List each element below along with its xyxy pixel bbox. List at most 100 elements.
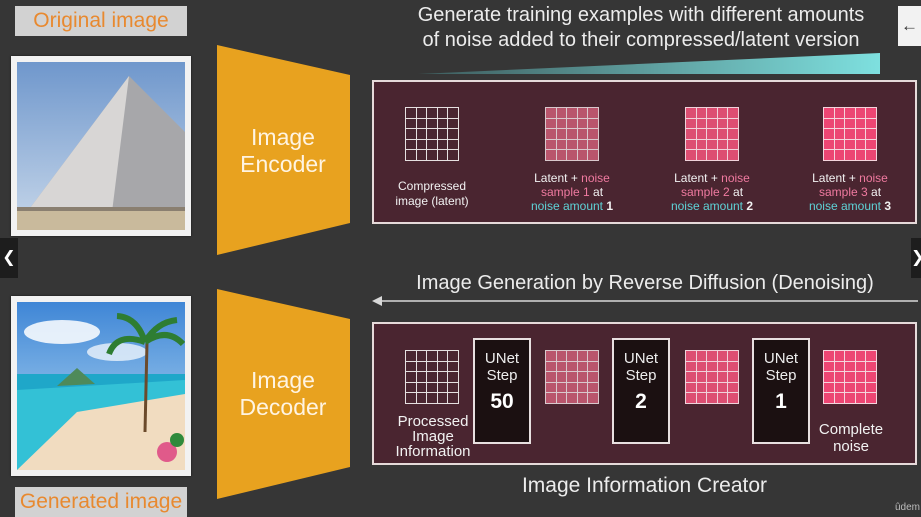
grid-cell [845, 139, 855, 150]
grid-cell [855, 118, 866, 129]
grid-cell [717, 118, 728, 129]
grid-cell [866, 351, 876, 361]
grid-cell [556, 139, 567, 150]
noise-sample-3-caption: Latent + noise sample 3 at noise amount … [808, 171, 892, 213]
grid-cell [845, 361, 855, 372]
grid-cell [556, 150, 567, 160]
grid-cell [437, 393, 448, 403]
grid-cell [855, 108, 866, 118]
grid-cell [686, 382, 696, 393]
grid-cell [427, 118, 437, 129]
next-slide-button[interactable]: ❯ [911, 238, 921, 278]
grid-cell [556, 108, 567, 118]
generated-image-label: Generated image [15, 487, 187, 517]
grid-cell [416, 139, 427, 150]
grid-cell [728, 372, 738, 382]
grid-cell [567, 393, 577, 403]
grid-cell [567, 372, 577, 382]
grid-cell [546, 139, 556, 150]
grid-cell [448, 361, 458, 372]
grid-cell [717, 139, 728, 150]
grid-cell [686, 372, 696, 382]
grid-cell [567, 382, 577, 393]
grid-cell [577, 108, 588, 118]
grid-cell [588, 393, 598, 403]
chevron-right-icon: ❯ [911, 249, 921, 266]
grid-cell [717, 351, 728, 361]
image-information-creator-heading: Image Information Creator [521, 474, 768, 497]
grid-cell [406, 118, 416, 129]
grid-cell [707, 118, 717, 129]
grid-cell [567, 351, 577, 361]
grid-cell [546, 393, 556, 403]
grid-cell [696, 351, 707, 361]
grid-cell [824, 351, 834, 361]
grid-cell [834, 393, 845, 403]
grid-cell [824, 118, 834, 129]
grid-cell [406, 108, 416, 118]
grid-cell [866, 129, 876, 139]
grid-cell [834, 351, 845, 361]
grid-cell [855, 393, 866, 403]
grid-cell [546, 108, 556, 118]
grid-cell [406, 129, 416, 139]
grid-cell [406, 351, 416, 361]
grid-cell [686, 129, 696, 139]
grid-cell [845, 393, 855, 403]
noise-sample-2-caption: Latent + noise sample 2 at noise amount … [670, 171, 754, 213]
latent-grid-noise-3 [823, 107, 877, 161]
prev-slide-button[interactable]: ❮ [0, 238, 18, 278]
grid-cell [696, 139, 707, 150]
grid-cell [427, 361, 437, 372]
grid-cell [855, 129, 866, 139]
grid-cell [448, 118, 458, 129]
grid-cell [728, 139, 738, 150]
grid-cell [567, 139, 577, 150]
image-encoder-shape [217, 45, 350, 255]
grid-cell [866, 118, 876, 129]
grid-cell [556, 393, 567, 403]
grid-cell [834, 129, 845, 139]
grid-cell [866, 382, 876, 393]
grid-cell [686, 361, 696, 372]
grid-cell [437, 139, 448, 150]
grid-cell [845, 129, 855, 139]
grid-cell [588, 108, 598, 118]
grid-cell [866, 150, 876, 160]
grid-cell [696, 372, 707, 382]
grid-cell [824, 150, 834, 160]
grid-cell [855, 150, 866, 160]
unet-step-50: UNet Step 50 [473, 338, 531, 444]
grid-cell [448, 351, 458, 361]
grid-cell [427, 351, 437, 361]
latent-grid-noise-1 [545, 107, 599, 161]
grid-cell [866, 393, 876, 403]
grid-cell [427, 139, 437, 150]
grid-cell [686, 351, 696, 361]
grid-cell [866, 372, 876, 382]
grid-cell [567, 118, 577, 129]
grid-cell [567, 361, 577, 372]
grid-cell [416, 118, 427, 129]
grid-cell [717, 150, 728, 160]
grid-cell [845, 150, 855, 160]
grid-cell [556, 118, 567, 129]
denoise-grid-2 [685, 350, 739, 404]
grid-cell [728, 382, 738, 393]
grid-cell [448, 382, 458, 393]
grid-cell [834, 139, 845, 150]
grid-cell [728, 393, 738, 403]
back-button[interactable]: ← [898, 6, 921, 46]
grid-cell [824, 108, 834, 118]
grid-cell [824, 129, 834, 139]
grid-cell [588, 118, 598, 129]
grid-cell [686, 118, 696, 129]
grid-cell [707, 351, 717, 361]
grid-cell [728, 150, 738, 160]
grid-cell [577, 351, 588, 361]
grid-cell [567, 129, 577, 139]
watermark: ûdem [895, 502, 921, 513]
grid-cell [448, 139, 458, 150]
grid-cell [567, 108, 577, 118]
